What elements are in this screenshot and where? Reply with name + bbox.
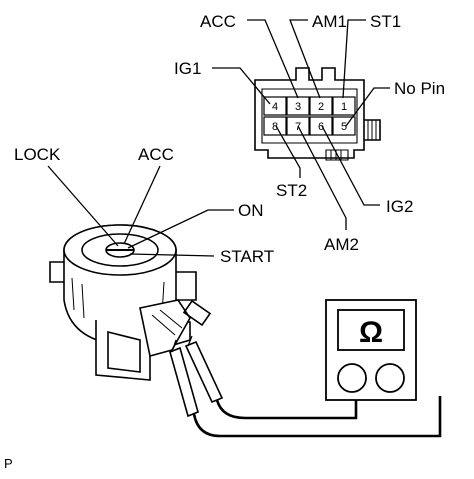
ignition-switch [49,224,212,381]
pin-3: 3 [295,101,301,113]
pin-1: 1 [341,101,347,113]
pin-2: 2 [318,101,324,113]
connector [254,67,381,161]
switch-leaders [47,165,234,257]
label-lock: LOCK [14,145,61,164]
label-start: START [220,247,274,266]
label-acc-position: ACC [138,145,174,164]
connector-labels: ACC AM1 ST1 IG1 No Pin ST2 IG2 AM2 [174,12,445,254]
label-no-pin: No Pin [394,79,445,98]
label-ig2-terminal: IG2 [386,197,413,216]
label-on: ON [238,201,264,220]
label-ig1-terminal: IG1 [174,59,201,78]
pin-8: 8 [272,121,278,133]
pin-5: 5 [341,121,347,133]
pin-4: 4 [272,101,278,113]
label-st1-terminal: ST1 [370,12,401,31]
pin-6: 6 [318,121,324,133]
test-probes [169,335,224,418]
figure-code: P [4,456,13,471]
label-st2-terminal: ST2 [276,181,307,200]
switch-position-labels: LOCK ACC ON START [14,145,274,266]
probe-leads [192,396,442,438]
ohmmeter [325,299,417,401]
connector-leaders [212,19,390,230]
label-am1-terminal: AM1 [312,12,347,31]
ohm-symbol: Ω [359,316,383,349]
pin-grid [263,96,356,136]
label-am2-terminal: AM2 [324,235,359,254]
label-acc-terminal: ACC [200,12,236,31]
